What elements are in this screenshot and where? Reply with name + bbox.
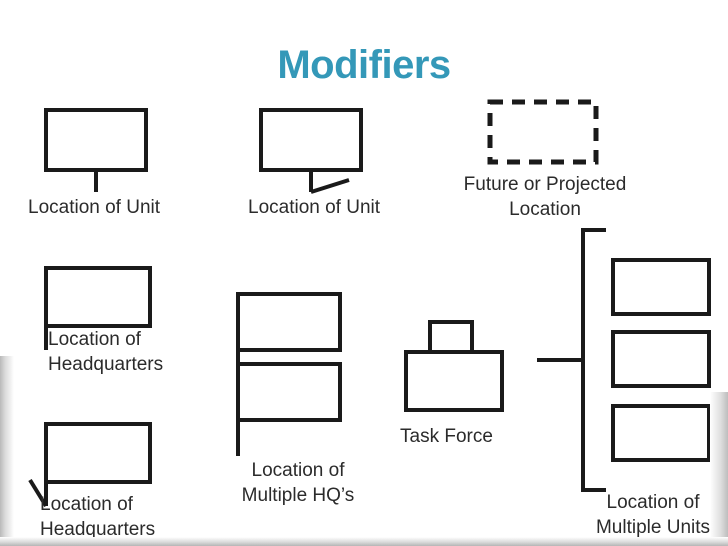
- symbol-location-of-unit-center-staff: [40, 104, 160, 196]
- slide-edge-shadow-left: [0, 356, 14, 546]
- label-task-force: Task Force: [400, 426, 493, 447]
- symbol-location-of-multiple-units: [533, 224, 723, 502]
- symbol-location-of-headquarters-vertical: [40, 262, 160, 354]
- label-location-of-multiple-hqs: Location of Multiple HQ’s: [241, 460, 355, 506]
- label-future-or-projected-location: Future or Projected Location: [463, 174, 627, 220]
- label-location-of-headquarters-vertical: Location of Headquarters: [48, 329, 164, 375]
- label-location-of-headquarters-diagonal: Location of Headquarters: [40, 494, 156, 540]
- symbol-location-of-multiple-hqs: [232, 288, 367, 466]
- label-location-of-unit-flag-staff: Location of Unit: [248, 197, 381, 218]
- symbol-future-or-projected-location: [484, 96, 602, 168]
- label-location-of-unit-center-staff: Location of Unit: [28, 197, 161, 218]
- symbol-location-of-headquarters-diagonal: [28, 418, 158, 512]
- symbol-task-force: [400, 316, 510, 412]
- page-title: Modifiers: [277, 43, 451, 87]
- label-location-of-multiple-units: Location of Multiple Units: [595, 492, 711, 538]
- symbol-location-of-unit-flag-staff: [255, 104, 380, 196]
